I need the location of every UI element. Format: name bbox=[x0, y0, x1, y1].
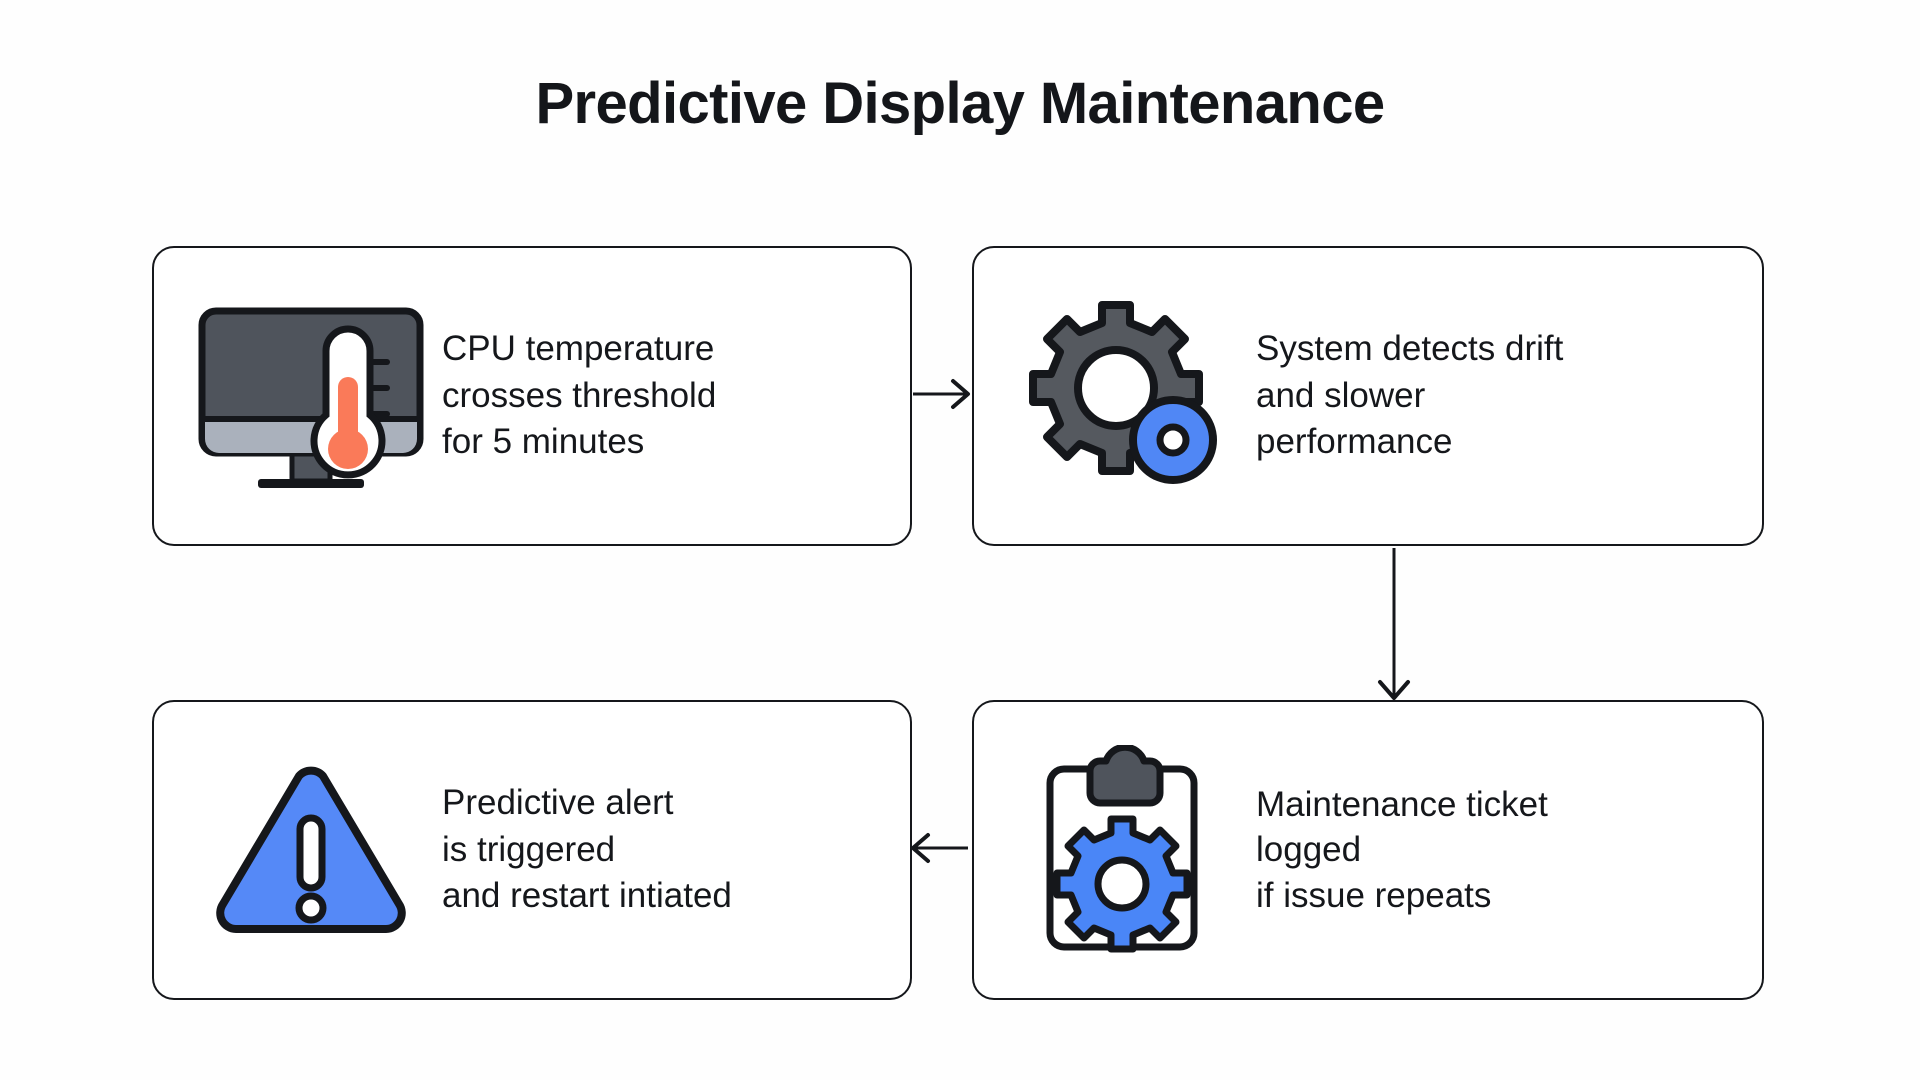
monitor-thermometer-icon bbox=[198, 307, 424, 488]
flow-card-text: Predictive alert is triggered and restar… bbox=[442, 783, 732, 916]
gear-disc-icon-wrap bbox=[1002, 301, 1242, 491]
flow-card-text: CPU temperature crosses threshold for 5 … bbox=[442, 328, 717, 462]
flow-card-system-detects-drift[interactable]: System detects drift and slower performa… bbox=[972, 246, 1764, 546]
monitor-thermometer-icon-wrap bbox=[186, 303, 436, 489]
flow-card-cpu-temperature[interactable]: CPU temperature crosses threshold for 5 … bbox=[152, 246, 912, 546]
warning-triangle-icon bbox=[216, 766, 406, 933]
flow-card-text: Maintenance ticket logged if issue repea… bbox=[1256, 784, 1548, 915]
connector-2-to-4 bbox=[1378, 548, 1410, 700]
flow-card-maintenance-ticket[interactable]: Maintenance ticket logged if issue repea… bbox=[972, 700, 1764, 1000]
clipboard-gear-icon-wrap bbox=[1002, 745, 1242, 955]
warning-triangle-icon-wrap bbox=[186, 762, 436, 938]
connector-4-to-3 bbox=[911, 833, 968, 863]
page-title: Predictive Display Maintenance bbox=[535, 71, 1385, 136]
clipboard-gear-icon bbox=[1046, 745, 1198, 953]
flow-card-text: System detects drift and slower performa… bbox=[1256, 328, 1564, 462]
gear-disc-icon bbox=[1029, 301, 1217, 484]
flow-card-predictive-alert[interactable]: Predictive alert is triggered and restar… bbox=[152, 700, 912, 1000]
connector-1-to-2 bbox=[913, 379, 970, 409]
